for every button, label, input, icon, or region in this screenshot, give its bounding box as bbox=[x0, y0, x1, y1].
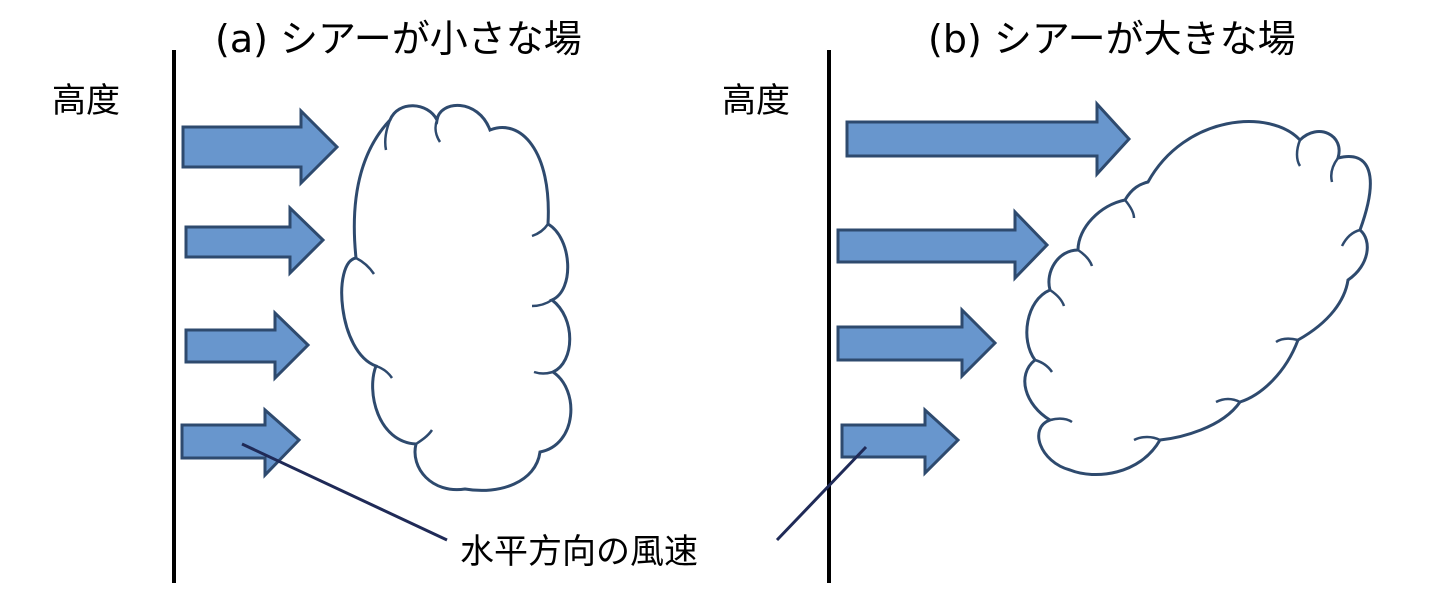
panel-a-altitude-label: 高度 bbox=[52, 81, 120, 121]
callout: 水平方向の風速 bbox=[241, 442, 868, 572]
panel-b-altitude-label: 高度 bbox=[722, 81, 790, 121]
wind-arrow bbox=[836, 306, 998, 380]
callout-leader-left bbox=[241, 442, 448, 542]
callout-label-horizontal-wind-speed: 水平方向の風速 bbox=[460, 532, 698, 572]
wind-arrow bbox=[845, 100, 1132, 178]
wind-arrow bbox=[184, 204, 326, 277]
cloud-upright bbox=[340, 104, 573, 492]
callout-leader-right bbox=[775, 445, 868, 542]
wind-arrow bbox=[181, 107, 340, 187]
cloud-a-inner-folds bbox=[355, 119, 554, 446]
panel-a-title: (a) シアーが小さな場 bbox=[215, 17, 582, 61]
wind-arrow bbox=[836, 208, 1050, 282]
wind-arrow bbox=[184, 309, 311, 382]
panel-a: (a) シアーが小さな場 高度 bbox=[52, 17, 582, 583]
cloud-tilted bbox=[1023, 120, 1372, 477]
panel-b-title: (b) シアーが大きな場 bbox=[928, 17, 1296, 61]
panel-b: (b) シアーが大きな場 高度 bbox=[722, 17, 1372, 583]
wind-arrow bbox=[180, 406, 302, 479]
cloud-b-inner-folds bbox=[1034, 139, 1361, 442]
wind-arrow bbox=[840, 406, 961, 477]
